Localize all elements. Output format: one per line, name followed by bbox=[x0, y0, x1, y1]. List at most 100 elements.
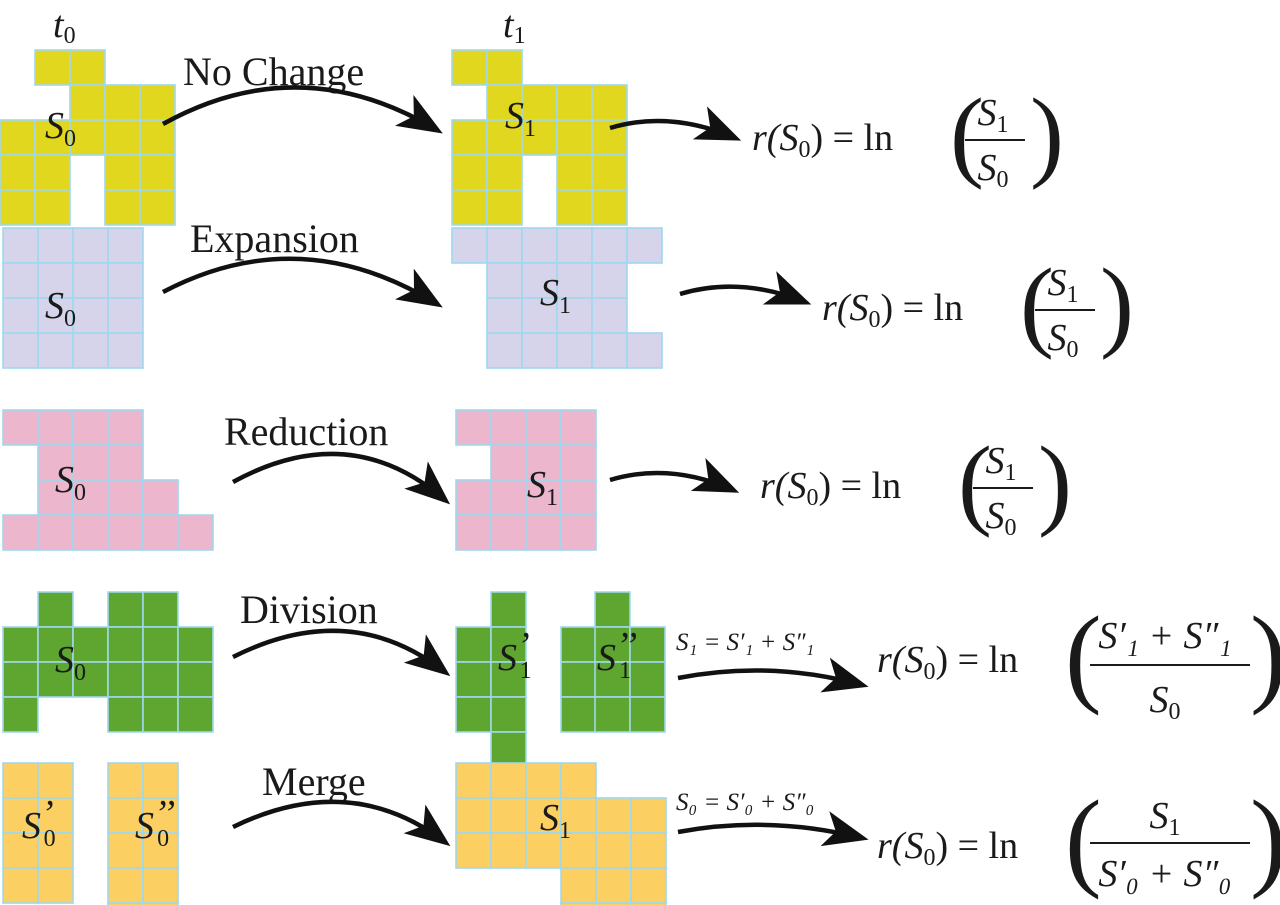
grid-cell bbox=[486, 189, 523, 226]
cell-grids bbox=[0, 49, 667, 905]
grid-cell bbox=[560, 479, 597, 516]
grid-cell bbox=[142, 797, 179, 834]
grid-cell bbox=[560, 514, 597, 551]
grid-cell bbox=[37, 867, 74, 904]
grid-cell bbox=[556, 332, 593, 369]
row-reduction: Reduction S0 S1 r(S0) = ln ( S1 S0 ) bbox=[55, 409, 1072, 541]
svg-text:): ) bbox=[1250, 594, 1280, 716]
grid-cell bbox=[177, 626, 214, 663]
row-merge: Merge S’0 S’’0 S1 S₀ = S′₀ + S″₀ r(S0) =… bbox=[22, 759, 1280, 900]
grid-cell bbox=[37, 591, 74, 628]
grid-cell bbox=[142, 832, 179, 869]
grid-cell bbox=[595, 797, 632, 834]
grid-cell bbox=[72, 332, 109, 369]
grid-cell bbox=[486, 49, 523, 86]
grid-cell bbox=[591, 189, 628, 226]
grid-cell bbox=[630, 797, 667, 834]
svg-text:r(S0) = ln: r(S0) = ln bbox=[822, 287, 963, 333]
region-label: S0 bbox=[55, 459, 86, 506]
grid-cell bbox=[2, 696, 39, 733]
grid-cell bbox=[490, 832, 527, 869]
grid-cell bbox=[594, 591, 631, 628]
grid-cell bbox=[525, 762, 562, 799]
grid-cell bbox=[486, 332, 523, 369]
grid-cell bbox=[177, 514, 214, 551]
grid-cell bbox=[69, 49, 106, 86]
svg-text:S0: S0 bbox=[978, 147, 1009, 193]
grid-cell bbox=[629, 661, 666, 698]
grid-cell bbox=[556, 227, 593, 264]
grid-cell bbox=[490, 444, 527, 481]
cell-grid-merge-9 bbox=[2, 762, 179, 905]
svg-text:(: ( bbox=[1020, 248, 1054, 361]
region-label: S1 bbox=[527, 464, 558, 511]
cell-grid-division-8 bbox=[594, 591, 666, 733]
grid-cell bbox=[490, 731, 527, 768]
svg-text:r(S0) = ln: r(S0) = ln bbox=[752, 117, 893, 163]
svg-text:S1: S1 bbox=[986, 440, 1017, 486]
grid-cell bbox=[2, 297, 39, 334]
grid-cell bbox=[591, 227, 628, 264]
grid-cell bbox=[107, 227, 144, 264]
region-label: S’’1 bbox=[597, 625, 637, 684]
grid-cell bbox=[142, 514, 179, 551]
cell-grid-expansion-3 bbox=[451, 227, 663, 369]
time-label-t1: t1 bbox=[503, 4, 526, 49]
grid-cell bbox=[521, 227, 558, 264]
cell-grid-division-7 bbox=[455, 591, 597, 768]
grid-cell bbox=[486, 227, 523, 264]
grid-cell bbox=[560, 661, 597, 698]
result-arrow bbox=[609, 458, 740, 493]
grid-cell bbox=[521, 84, 558, 121]
result-arrow bbox=[679, 271, 812, 305]
grid-cell bbox=[72, 514, 109, 551]
grid-cell bbox=[521, 119, 558, 156]
grid-cell bbox=[107, 444, 144, 481]
grid-cell bbox=[2, 661, 39, 698]
transition-label: Reduction bbox=[224, 409, 388, 454]
grid-cell bbox=[455, 479, 492, 516]
grid-cell bbox=[451, 227, 488, 264]
grid-cell bbox=[560, 444, 597, 481]
grid-cell bbox=[2, 797, 39, 834]
grid-cell bbox=[2, 867, 39, 904]
region-label: S0 bbox=[55, 639, 86, 686]
grid-cell bbox=[107, 762, 144, 799]
svg-text:(: ( bbox=[950, 78, 984, 191]
grid-cell bbox=[37, 332, 74, 369]
grid-cell bbox=[107, 332, 144, 369]
grid-cell bbox=[0, 119, 36, 156]
grid-cell bbox=[455, 696, 492, 733]
grid-cell bbox=[451, 119, 488, 156]
grid-cell bbox=[2, 409, 39, 446]
grid-cell bbox=[455, 626, 492, 663]
grid-cell bbox=[2, 514, 39, 551]
grid-cell bbox=[142, 696, 179, 733]
transition-arrow bbox=[161, 85, 443, 134]
svg-text:S1: S1 bbox=[978, 92, 1009, 138]
grid-cell bbox=[37, 762, 74, 799]
grid-cell bbox=[139, 84, 176, 121]
grid-cell bbox=[591, 297, 628, 334]
grid-cell bbox=[490, 762, 527, 799]
grid-cell bbox=[72, 409, 109, 446]
region-label: S1 bbox=[540, 272, 571, 319]
result-arrow bbox=[677, 811, 869, 847]
svg-text:r(S0) = ln: r(S0) = ln bbox=[877, 639, 1018, 685]
grid-cell bbox=[142, 591, 179, 628]
grid-cell bbox=[2, 626, 39, 663]
transition-arrow bbox=[161, 256, 443, 308]
region-label: S0 bbox=[45, 105, 76, 152]
grid-cell bbox=[594, 696, 631, 733]
grid-cell bbox=[34, 189, 71, 226]
grid-cell bbox=[595, 902, 632, 905]
cell-grid-expansion-2 bbox=[2, 227, 144, 369]
grid-cell bbox=[104, 154, 141, 191]
svg-text:S′₁ + S″₁: S′₁ + S″₁ bbox=[1098, 615, 1231, 657]
result-arrow bbox=[677, 657, 869, 693]
grid-cell bbox=[591, 262, 628, 299]
grid-cell bbox=[521, 262, 558, 299]
grid-cell bbox=[490, 626, 527, 663]
grid-cell bbox=[107, 867, 144, 904]
